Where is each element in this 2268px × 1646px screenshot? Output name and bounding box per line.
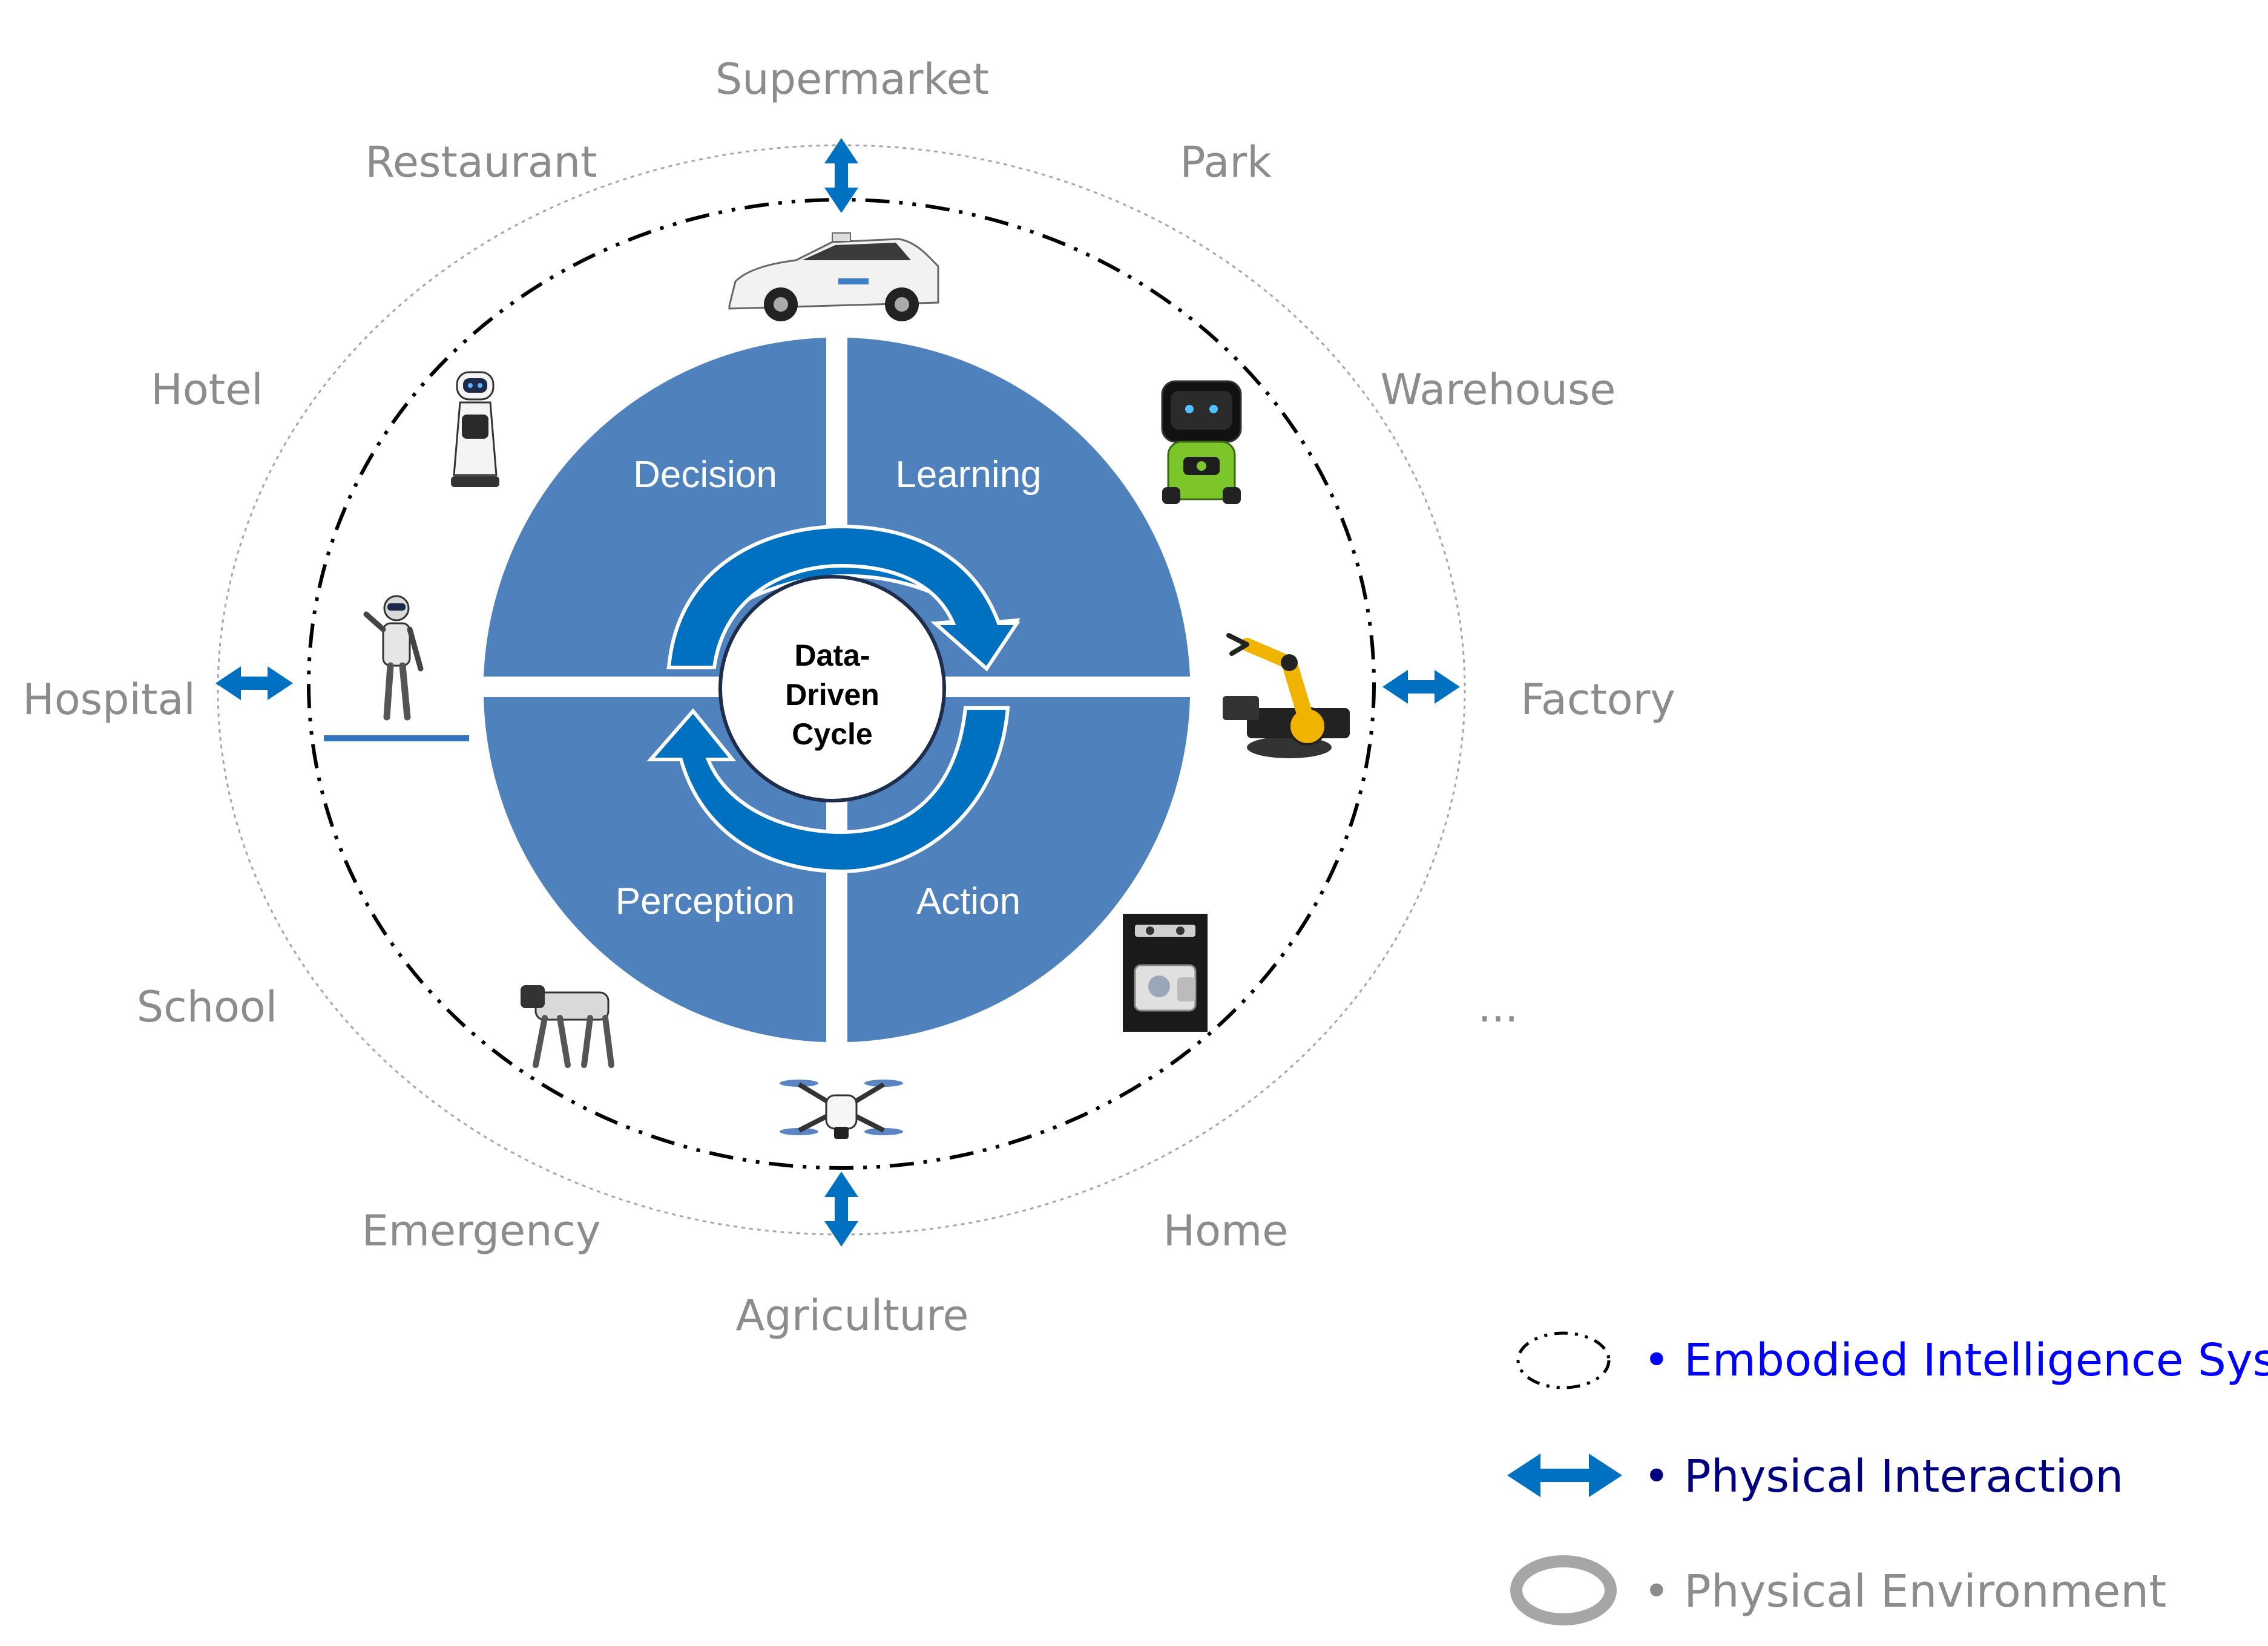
- drone-icon: [780, 1080, 903, 1139]
- quadrant-label-perception: Perception: [616, 880, 795, 922]
- legend: • Embodied Intelligence System • Physica…: [1507, 1331, 2268, 1625]
- quadrant-label-decision: Decision: [633, 454, 777, 496]
- env-school: School: [137, 982, 277, 1032]
- interaction-arrow-left: [215, 666, 293, 700]
- quadrant-label-action: Action: [916, 880, 1021, 922]
- env-agriculture: Agriculture: [736, 1291, 969, 1340]
- center-line-3: Cycle: [792, 717, 872, 751]
- legend-interaction-label: • Physical Interaction: [1643, 1451, 2123, 1503]
- center-line-1: Data-: [794, 638, 870, 672]
- robot-dog-icon: [521, 985, 614, 1068]
- quadrant-perception: [484, 697, 826, 1042]
- env-factory: Factory: [1520, 675, 1675, 724]
- env-emergency: Emergency: [362, 1206, 601, 1256]
- interaction-arrow-bottom: [824, 1172, 858, 1247]
- interaction-arrow-right: [1382, 670, 1460, 704]
- legend-environment-label: • Physical Environment: [1643, 1566, 2166, 1618]
- env-supermarket: Supermarket: [715, 54, 989, 104]
- center-line-2: Driven: [785, 678, 879, 712]
- env-home: Home: [1163, 1206, 1289, 1256]
- env-park: Park: [1180, 137, 1272, 187]
- env-hotel: Hotel: [151, 365, 263, 415]
- humanoid-robot-icon: [324, 590, 469, 741]
- cycle-arrow-bottom-body: [646, 706, 1010, 874]
- cycle-arrow-top-body: [666, 524, 1021, 672]
- quadrant-action: [847, 697, 1190, 1042]
- legend-system-swatch: [1516, 1331, 1611, 1389]
- center-circle: [718, 575, 946, 802]
- interaction-arrow-top: [824, 138, 858, 213]
- toy-robot-icon: [1161, 380, 1242, 504]
- robotic-arm-icon: [1223, 633, 1350, 758]
- service-robot-icon: [451, 371, 499, 487]
- env-warehouse: Warehouse: [1380, 365, 1616, 415]
- quadrant-label-learning: Learning: [895, 454, 1041, 496]
- autonomous-car-icon: [728, 232, 939, 321]
- legend-environment-swatch: [1510, 1555, 1617, 1625]
- physical-interaction-arrows: [215, 138, 1460, 1247]
- legend-system-label: • Embodied Intelligence System: [1643, 1334, 2268, 1386]
- env-restaurant: Restaurant: [365, 137, 597, 187]
- legend-interaction-swatch: [1507, 1454, 1622, 1497]
- env-more: ...: [1478, 982, 1519, 1032]
- cycle-arrows: [646, 524, 1021, 874]
- manipulator-robot-icon: [1123, 914, 1208, 1032]
- env-hospital: Hospital: [22, 675, 196, 724]
